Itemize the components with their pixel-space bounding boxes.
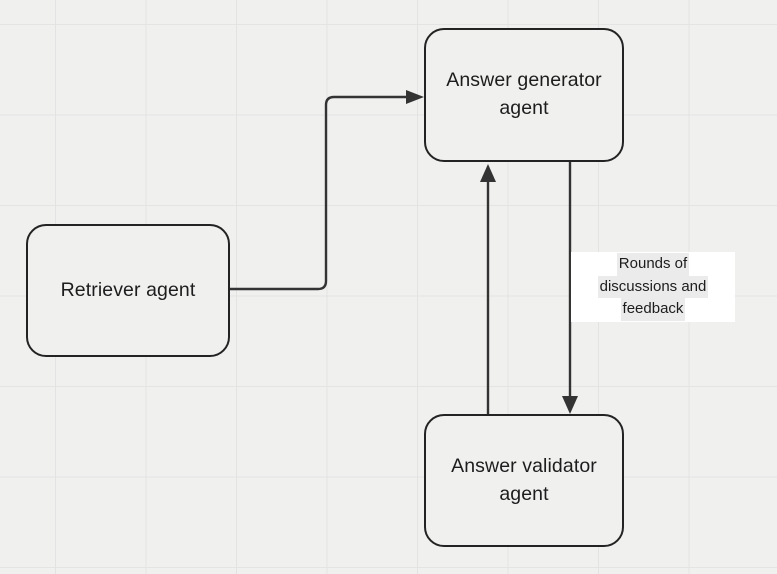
arrowhead-icon	[406, 90, 424, 104]
node-label: Answer validator agent	[451, 454, 597, 505]
node-retriever-agent[interactable]: Retriever agent	[26, 224, 230, 357]
edge-generator-to-validator	[562, 162, 578, 414]
arrowhead-icon	[562, 396, 578, 414]
node-answer-validator-agent[interactable]: Answer validator agent	[424, 414, 624, 547]
edge-label-line: discussions and	[597, 275, 709, 299]
edge-label-rounds-of-discussions: Rounds of discussions and feedback	[571, 252, 735, 322]
edge-label-line: feedback	[620, 298, 686, 321]
node-label: Answer generator agent	[446, 69, 602, 119]
arrowhead-icon	[480, 164, 496, 182]
node-label: Retriever agent	[60, 278, 196, 301]
edge-validator-to-generator	[480, 164, 496, 414]
edge-label-line: Rounds of	[616, 253, 690, 276]
node-answer-generator-agent[interactable]: Answer generator agent	[424, 28, 624, 162]
edge-retriever-to-generator	[230, 90, 424, 291]
